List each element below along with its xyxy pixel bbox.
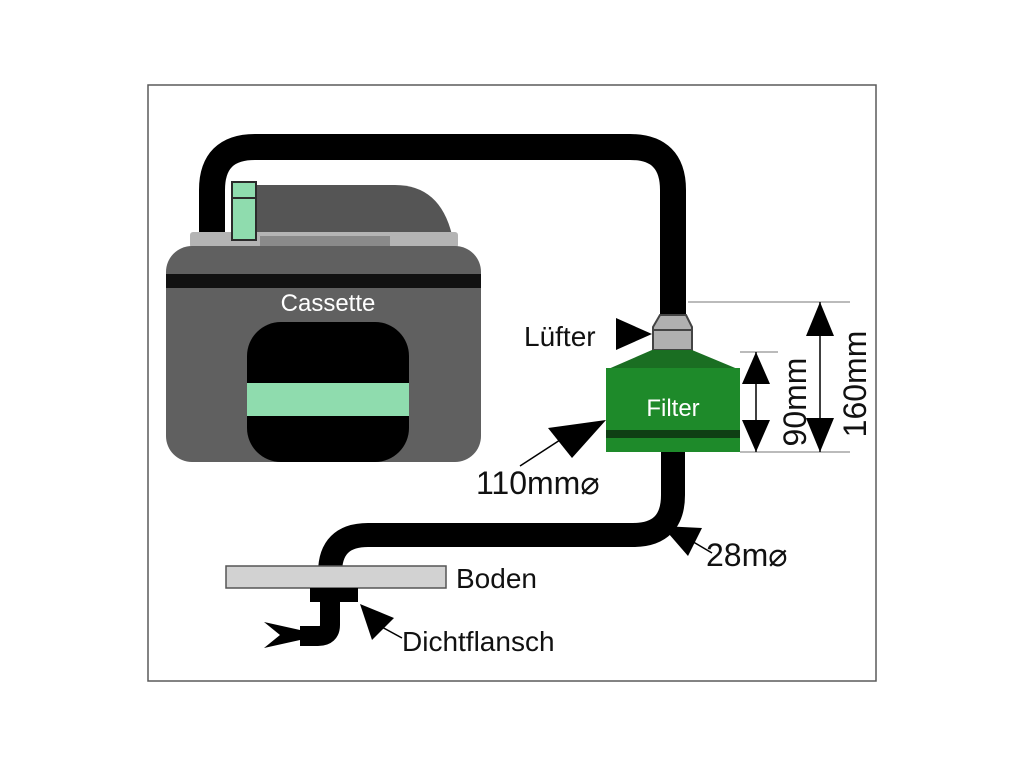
- outlet-end: [264, 622, 300, 648]
- pipe-diameter-arrow: [548, 420, 606, 458]
- pipe-diameter-label: 110mm⌀: [476, 465, 600, 501]
- hose-diameter-label: 28m⌀: [706, 537, 788, 573]
- dim-160-arrow-down: [806, 418, 834, 452]
- lower-hose: [318, 452, 685, 600]
- filter-top: [606, 350, 740, 370]
- luefter-arrow: [616, 318, 652, 350]
- filter-bottom-band: [606, 430, 740, 438]
- pipe-diameter-leader: [519, 439, 561, 467]
- floor-label: Boden: [456, 563, 537, 594]
- luefter-label: Lüfter: [524, 321, 596, 352]
- seal-flange-arrow: [360, 604, 394, 640]
- seal-flange-leader: [379, 625, 403, 639]
- dim-90-label: 90mm: [777, 358, 813, 447]
- cassette-label: Cassette: [281, 290, 376, 317]
- fan: [652, 314, 693, 351]
- cassette-window-band: [247, 383, 409, 416]
- cassette-stripe: [166, 274, 481, 288]
- seal-flange-label: Dichtflansch: [402, 626, 555, 657]
- hose-diameter-arrow: [662, 526, 702, 556]
- dim-90-arrow-down: [742, 420, 770, 452]
- cassette-hose-connector: [231, 181, 257, 241]
- outlet-pipe: [300, 598, 340, 646]
- dim-160-label: 160mm: [837, 331, 873, 438]
- floor-plate: [225, 565, 447, 589]
- cassette-lid-gap: [260, 236, 390, 246]
- top-hose: [199, 134, 686, 315]
- filter-label: Filter: [646, 395, 699, 422]
- dim-90-arrow-up: [742, 352, 770, 384]
- dim-160-arrow-up: [806, 302, 834, 336]
